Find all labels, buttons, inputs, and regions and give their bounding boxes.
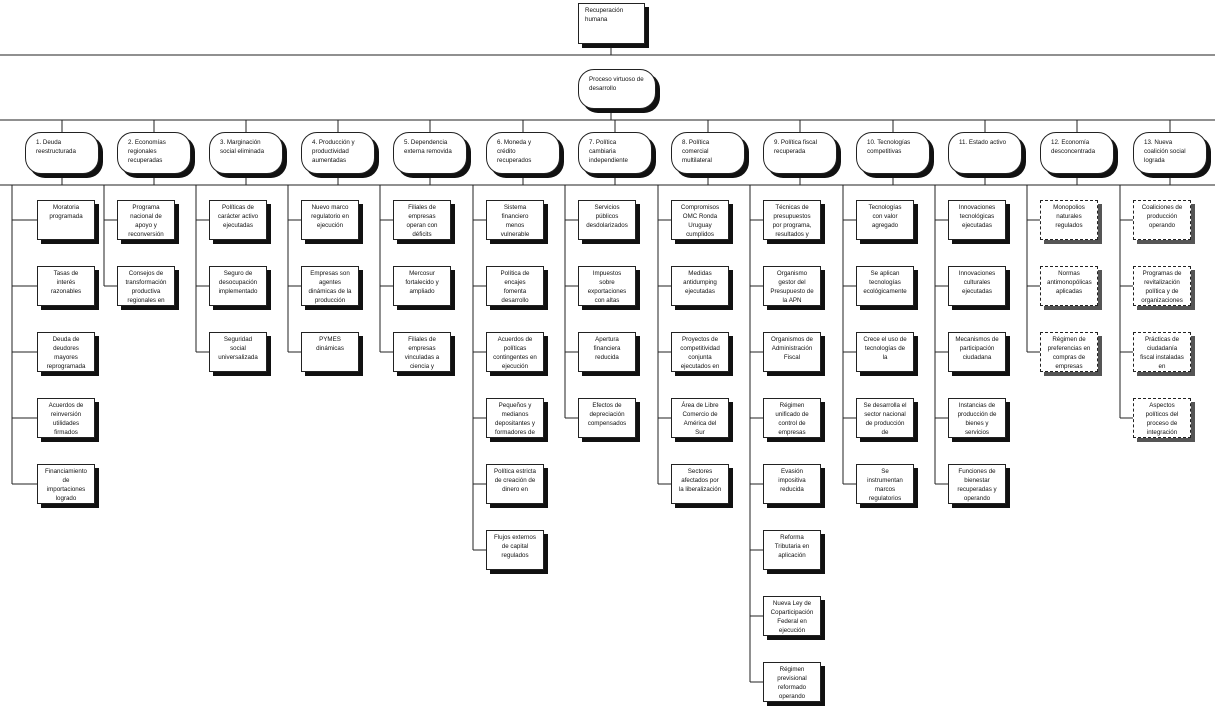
leaf-box: Se aplican tecnologías ecológicamente xyxy=(856,266,914,306)
leaf-box: Seguridad social universalizada xyxy=(209,332,267,372)
leaf-box: Sectores afectados por la liberalización xyxy=(671,464,729,504)
column-header: 6. Moneda y crédito recuperados xyxy=(486,132,560,174)
leaf-box: Prácticas de ciudadanía fiscal instalada… xyxy=(1133,332,1191,372)
leaf-box: Régimen unificado de control de empresas xyxy=(763,398,821,438)
leaf-box: Filiales de empresas vinculadas a cienci… xyxy=(393,332,451,372)
leaf-box: Reforma Tributaria en aplicación xyxy=(763,530,821,570)
leaf-box: Coaliciones de producción operando xyxy=(1133,200,1191,240)
leaf-box: Apertura financiera reducida xyxy=(578,332,636,372)
leaf-box: Técnicas de presupuestos por programa, r… xyxy=(763,200,821,240)
leaf-box: Instancias de producción de bienes y ser… xyxy=(948,398,1006,438)
leaf-box: Organismos de Administración Fiscal xyxy=(763,332,821,372)
column-header: 12. Economía desconcentrada xyxy=(1040,132,1114,174)
leaf-box: Innovaciones culturales ejecutadas xyxy=(948,266,1006,306)
column-header: 10. Tecnologías competitivas xyxy=(856,132,930,174)
leaf-box: Acuerdos de políticas contingentes en ej… xyxy=(486,332,544,372)
leaf-box: Se instrumentan marcos regulatorios xyxy=(856,464,914,504)
leaf-box: Tasas de interés razonables xyxy=(37,266,95,306)
leaf-box: Seguro de desocupación implementado xyxy=(209,266,267,306)
leaf-box: Innovaciones tecnológicas ejecutadas xyxy=(948,200,1006,240)
column-header: 4. Producción y productividad aumentadas xyxy=(301,132,375,174)
leaf-box: Nueva Ley de Coparticipación Federal en … xyxy=(763,596,821,636)
leaf-box: Empresas son agentes dinámicas de la pro… xyxy=(301,266,359,306)
leaf-box: Financiamiento de importaciones logrado xyxy=(37,464,95,504)
leaf-box: Evasión impositiva reducida xyxy=(763,464,821,504)
leaf-box: Servicios públicos desdolarizados xyxy=(578,200,636,240)
leaf-box: Se desarrolla el sector nacional de prod… xyxy=(856,398,914,438)
leaf-box: Flujos externos de capital regulados xyxy=(486,530,544,570)
leaf-box: Monopolios naturales regulados xyxy=(1040,200,1098,240)
leaf-box: Política estricta de creación de dinero … xyxy=(486,464,544,504)
leaf-box: Efectos de depreciación compensados xyxy=(578,398,636,438)
column-header: 2. Economías regionales recuperadas xyxy=(117,132,191,174)
root-box: Recuperación humana xyxy=(578,3,645,44)
column-header: 9. Política fiscal recuperada xyxy=(763,132,837,174)
leaf-box: Proyectos de competitividad conjunta eje… xyxy=(671,332,729,372)
leaf-box: Programas de revitalización política y d… xyxy=(1133,266,1191,306)
leaf-box: Política de encajes fomenta desarrollo xyxy=(486,266,544,306)
leaf-box: Acuerdos de reinversión utilidades firma… xyxy=(37,398,95,438)
leaf-box: Consejos de transformación productiva re… xyxy=(117,266,175,306)
leaf-box: Normas antimonopólicas aplicadas xyxy=(1040,266,1098,306)
leaf-box: Programa nacional de apoyo y reconversió… xyxy=(117,200,175,240)
leaf-box: Filiales de empresas operan con déficits… xyxy=(393,200,451,240)
leaf-box: Sistema financiero menos vulnerable xyxy=(486,200,544,240)
leaf-box: Tecnologías con valor agregado xyxy=(856,200,914,240)
leaf-box: Régimen previsional reformado operando xyxy=(763,662,821,702)
leaf-box: Área de Libre Comercio de América del Su… xyxy=(671,398,729,438)
leaf-box: Nuevo marco regulatorio en ejecución xyxy=(301,200,359,240)
leaf-box: Impuestos sobre exportaciones con altas xyxy=(578,266,636,306)
column-header: 8. Política comercial multilateral xyxy=(671,132,745,174)
leaf-box: PYMES dinámicas xyxy=(301,332,359,372)
leaf-box: Deuda de deudores mayores reprogramada xyxy=(37,332,95,372)
leaf-box: Pequeños y medianos depositantes y forma… xyxy=(486,398,544,438)
column-header: 11. Estado activo xyxy=(948,132,1022,174)
column-header: 7. Política cambiaria independiente xyxy=(578,132,652,174)
leaf-box: Crece el uso de tecnologías de la xyxy=(856,332,914,372)
leaf-box: Funciones de bienestar recuperadas y ope… xyxy=(948,464,1006,504)
column-header: 13. Nueva coalición social lograda xyxy=(1133,132,1207,174)
leaf-box: Moratoria programada xyxy=(37,200,95,240)
leaf-box: Mecanismos de participación ciudadana xyxy=(948,332,1006,372)
leaf-box: Medidas antidumping ejecutadas xyxy=(671,266,729,306)
leaf-box: Régimen de preferencias en compras de em… xyxy=(1040,332,1098,372)
column-header: 1. Deuda reestructurada xyxy=(25,132,99,174)
leaf-box: Aspectos políticos del proceso de integr… xyxy=(1133,398,1191,438)
process-box: Proceso virtuoso de desarrollo xyxy=(578,69,656,109)
leaf-box: Mercosur fortalecido y ampliado xyxy=(393,266,451,306)
leaf-box: Compromisos OMC Ronda Uruguay cumplidos xyxy=(671,200,729,240)
leaf-box: Políticas de carácter activo ejecutadas xyxy=(209,200,267,240)
leaf-box: Organismo gestor del Presupuesto de la A… xyxy=(763,266,821,306)
column-header: 5. Dependencia externa removida xyxy=(393,132,467,174)
column-header: 3. Marginación social eliminada xyxy=(209,132,283,174)
